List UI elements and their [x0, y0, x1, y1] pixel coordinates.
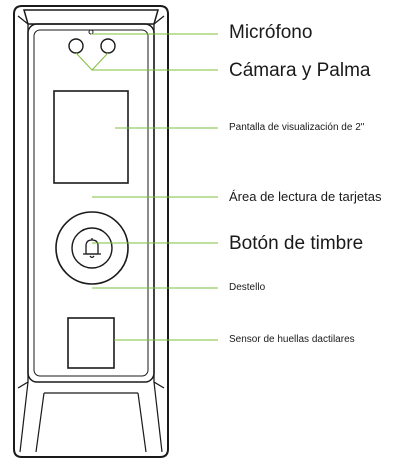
device-top-bevel: [23, 9, 159, 25]
fingerprint-sensor-window: [67, 317, 115, 369]
card-reader-ring: [55, 211, 129, 285]
device-front-panel: [27, 23, 155, 383]
camera-lens-right: [100, 38, 116, 54]
device-outer-body: [13, 5, 169, 458]
device-right-bevel: [153, 15, 165, 389]
label-camera-palm: Cámara y Palma: [229, 60, 371, 81]
leader-lines: [75, 33, 218, 341]
label-flash: Destello: [229, 282, 266, 293]
display-screen: [53, 90, 129, 184]
label-fingerprint-sensor: Sensor de huellas dactilares: [229, 334, 355, 345]
leader-line-camera: [75, 52, 109, 71]
label-doorbell-button: Botón de timbre: [229, 233, 364, 254]
device-left-bevel: [17, 15, 29, 389]
camera-lens-left: [68, 38, 84, 54]
label-card-reading-area: Área de lectura de tarjetas: [229, 189, 382, 204]
device-inner-panel: [33, 29, 149, 377]
label-display: Pantalla de visualización de 2": [229, 122, 365, 133]
mounting-bracket: [19, 381, 163, 453]
label-microphone: Micrófono: [229, 22, 313, 43]
bell-icon: [83, 238, 101, 259]
microphone-hole: [88, 29, 94, 35]
doorbell-button-outer: [71, 227, 113, 269]
